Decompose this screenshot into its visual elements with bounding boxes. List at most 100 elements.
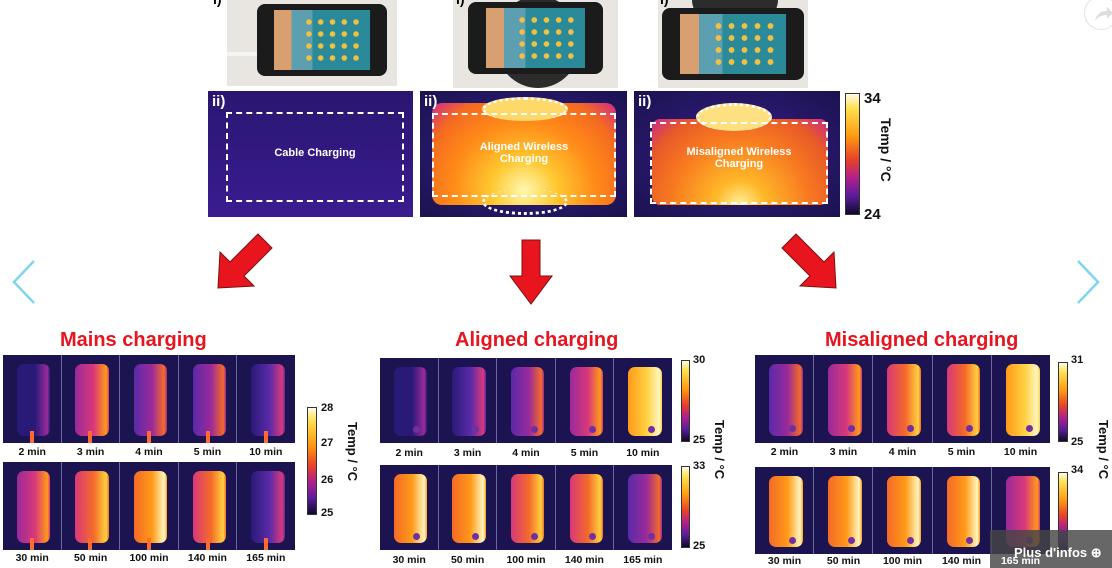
thermal-frame bbox=[61, 355, 120, 443]
thermal-frame bbox=[873, 355, 932, 443]
share-icon bbox=[1095, 7, 1112, 21]
cable-hotspot bbox=[205, 538, 210, 550]
colorbar-aligned-2 bbox=[681, 466, 690, 548]
thermal-row-aligned-1 bbox=[380, 358, 672, 443]
cable-hotspot bbox=[88, 538, 93, 550]
phone-heat bbox=[1005, 363, 1040, 436]
arrow-down-icon bbox=[509, 239, 553, 305]
thermal-frame bbox=[380, 465, 438, 550]
photo-label: i) bbox=[213, 0, 222, 7]
photo-label: i) bbox=[456, 0, 465, 7]
phone-heat bbox=[16, 363, 51, 436]
phone-heat bbox=[75, 363, 109, 436]
phone-heat bbox=[393, 366, 428, 437]
thermal-frame bbox=[438, 465, 497, 550]
home-button-spot bbox=[847, 425, 855, 433]
colorbar-label: Temp / °C bbox=[345, 422, 360, 482]
cable-hotspot bbox=[264, 431, 269, 443]
thermal-frame bbox=[3, 462, 61, 550]
photo-label: i) bbox=[660, 0, 669, 7]
phone-heat bbox=[628, 366, 662, 437]
phone-heat bbox=[192, 363, 227, 436]
thermal-frame bbox=[178, 462, 237, 550]
photo-cable bbox=[227, 0, 397, 86]
phone-heat bbox=[569, 473, 604, 544]
phone-heat bbox=[452, 473, 486, 544]
phone-heat bbox=[393, 473, 428, 544]
photo-misaligned bbox=[658, 0, 808, 88]
more-info-button[interactable]: Plus d'infos ⊕ bbox=[990, 530, 1112, 568]
cable-hotspot bbox=[264, 538, 269, 550]
cable-hotspot bbox=[29, 538, 34, 550]
thermal-row-mains-1 bbox=[3, 355, 295, 443]
phone-heat bbox=[768, 363, 803, 436]
home-button-spot bbox=[966, 536, 974, 544]
thermal-frame bbox=[120, 462, 178, 550]
home-button-spot bbox=[589, 532, 597, 540]
section-title-aligned: Aligned charging bbox=[455, 329, 619, 351]
thermal-frame bbox=[178, 355, 237, 443]
cable-hotspot bbox=[146, 538, 151, 550]
cable-hotspot bbox=[29, 431, 34, 443]
thermal-frame bbox=[237, 462, 295, 550]
phone-heat bbox=[569, 366, 604, 437]
colorbar-mains bbox=[307, 407, 317, 515]
colorbar-label: Temp / °C bbox=[878, 118, 894, 182]
thermal-frame bbox=[61, 462, 120, 550]
photo-aligned bbox=[453, 0, 618, 88]
arrow-down-right-icon bbox=[781, 233, 837, 289]
section-title-misaligned: Misaligned charging bbox=[825, 329, 1019, 351]
next-slide-button[interactable] bbox=[1074, 259, 1102, 305]
share-button[interactable] bbox=[1084, 0, 1112, 30]
thermal-cable: ii) Cable Charging bbox=[208, 91, 413, 217]
phone-heat bbox=[75, 470, 109, 543]
thermal-frame bbox=[497, 465, 555, 550]
thermal-row-aligned-2 bbox=[380, 465, 672, 550]
thermal-frame bbox=[991, 355, 1051, 443]
thermal-frame bbox=[380, 358, 438, 443]
home-button-spot bbox=[788, 425, 796, 433]
phone-heat bbox=[887, 363, 922, 436]
cable-hotspot bbox=[88, 431, 93, 443]
prev-slide-button[interactable] bbox=[10, 259, 38, 305]
home-button-spot bbox=[907, 536, 915, 544]
home-button-spot bbox=[589, 425, 597, 433]
thermal-row-mains-2 bbox=[3, 462, 295, 550]
home-button-spot bbox=[647, 425, 655, 433]
home-button-spot bbox=[966, 425, 974, 433]
phone-heat bbox=[828, 475, 862, 548]
phone-heat bbox=[628, 473, 662, 544]
home-button-spot bbox=[413, 532, 421, 540]
thermal-frame bbox=[755, 467, 814, 554]
home-button-spot bbox=[530, 425, 538, 433]
thermal-frame bbox=[3, 355, 61, 443]
thermal-frame bbox=[614, 465, 672, 550]
thermal-frame bbox=[614, 358, 672, 443]
thermal-caption: Cable Charging bbox=[274, 147, 356, 159]
cable-hotspot bbox=[146, 431, 151, 443]
thermal-frame bbox=[932, 355, 991, 443]
phone-heat bbox=[946, 475, 981, 548]
home-button-spot bbox=[647, 532, 655, 540]
home-button-spot bbox=[413, 425, 421, 433]
thermal-frame bbox=[555, 358, 614, 443]
thermal-frame bbox=[932, 467, 991, 554]
thermal-row-misaligned-1 bbox=[755, 355, 1051, 443]
phone-heat bbox=[192, 470, 227, 543]
thermal-frame bbox=[438, 358, 497, 443]
phone-heat bbox=[887, 475, 922, 548]
home-button-spot bbox=[471, 532, 479, 540]
phone-heat bbox=[16, 470, 51, 543]
phone-heat bbox=[134, 470, 168, 543]
phone-heat bbox=[511, 366, 545, 437]
phone-heat bbox=[251, 470, 285, 543]
home-button-spot bbox=[788, 536, 796, 544]
phone-heat bbox=[768, 475, 803, 548]
